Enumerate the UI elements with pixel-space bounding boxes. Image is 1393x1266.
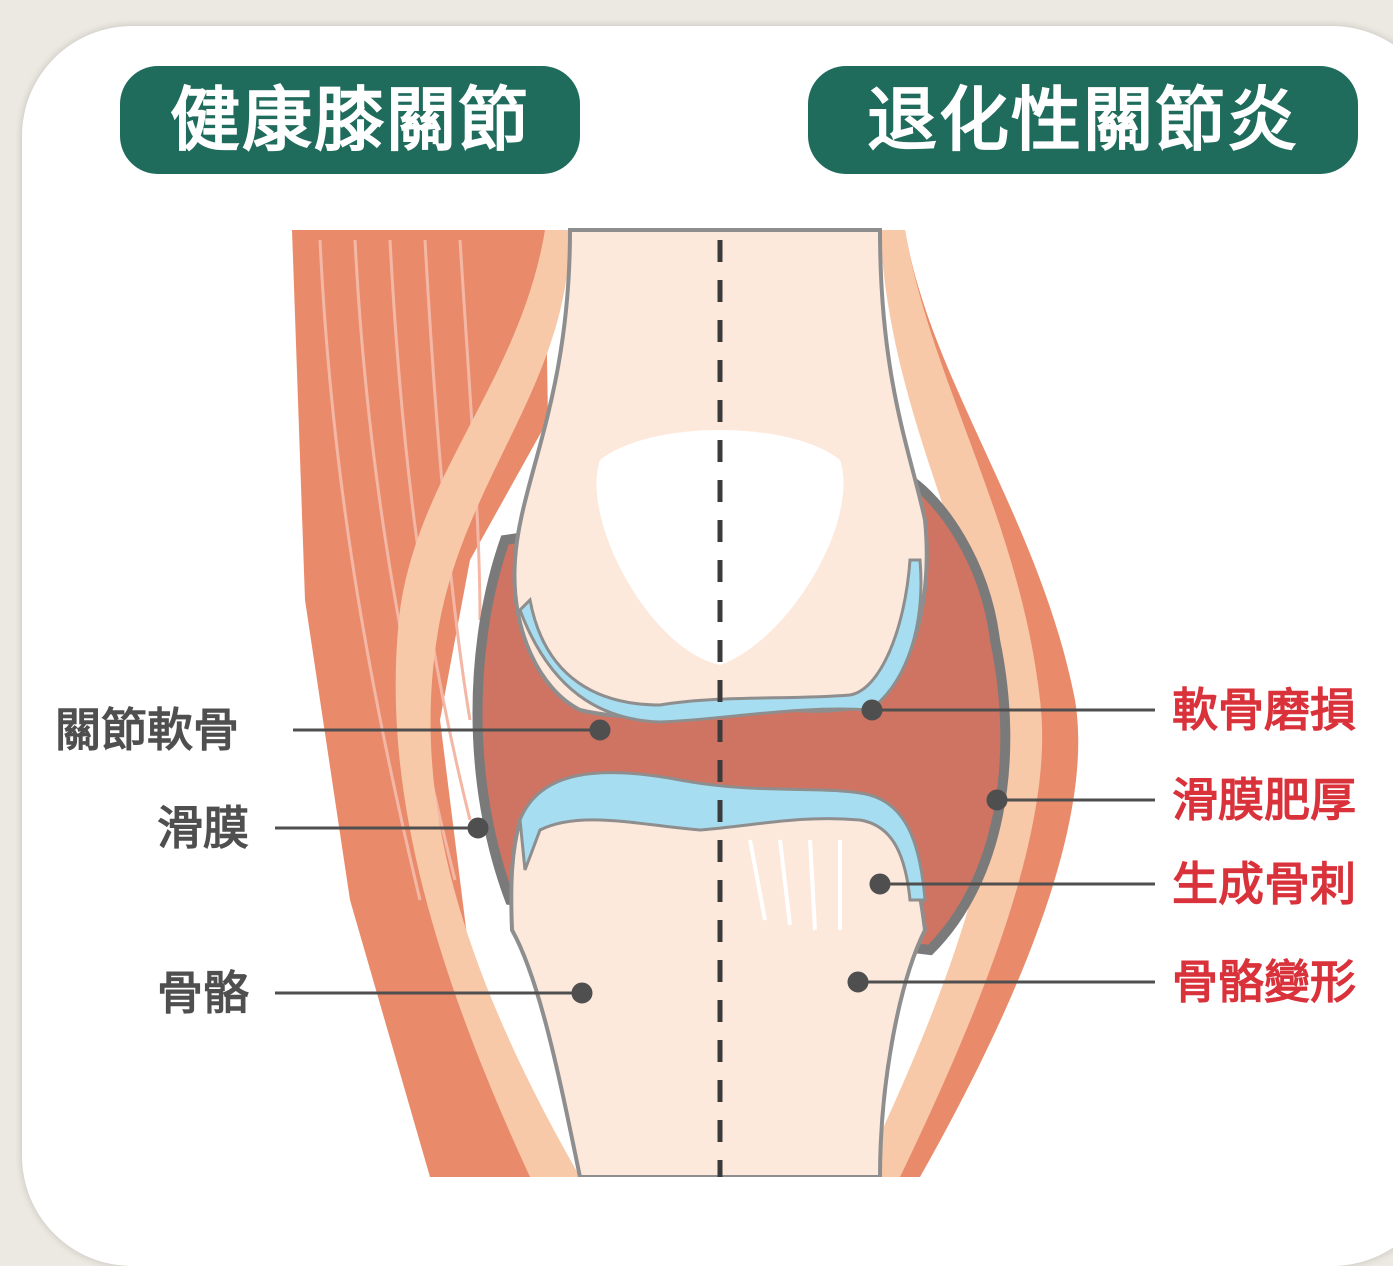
label-articular-cartilage: 關節軟骨 — [55, 707, 239, 753]
label-synovium: 滑膜 — [157, 805, 249, 851]
label-cartilage-wear: 軟骨磨損 — [1172, 687, 1356, 733]
label-synovium-thickening: 滑膜肥厚 — [1172, 777, 1356, 823]
label-bone-spur: 生成骨刺 — [1172, 861, 1356, 907]
label-bone: 骨骼 — [157, 970, 249, 1016]
label-bone-deformity: 骨骼變形 — [1172, 959, 1356, 1005]
